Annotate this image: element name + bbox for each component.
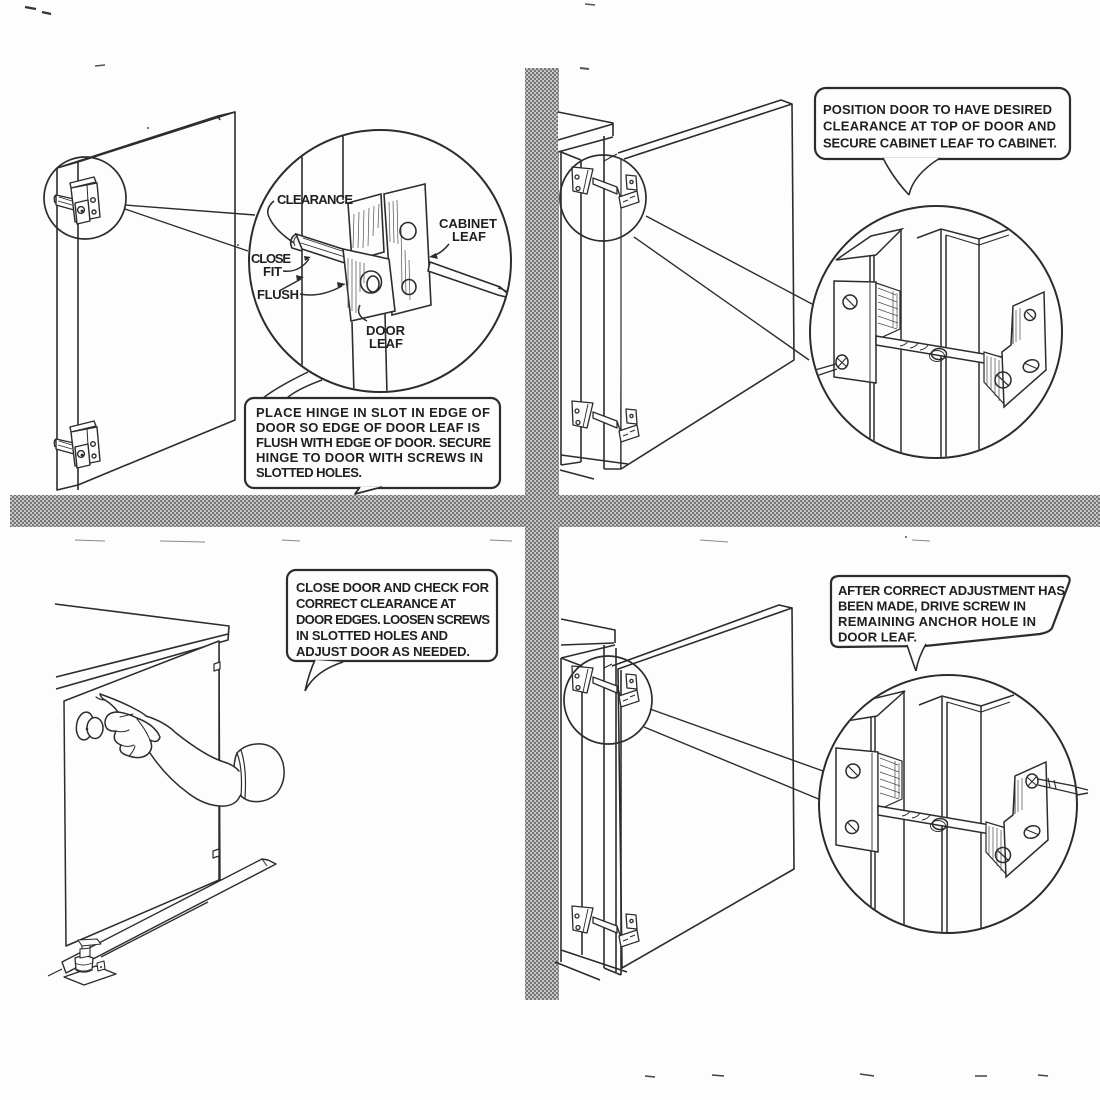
svg-text:POSITION DOOR TO HAVE DESIRED: POSITION DOOR TO HAVE DESIRED bbox=[823, 102, 1052, 117]
svg-text:CABINET: CABINET bbox=[439, 216, 497, 231]
svg-text:CLEARANCE: CLEARANCE bbox=[277, 192, 353, 207]
svg-text:DOOR LEAF.: DOOR LEAF. bbox=[838, 630, 917, 645]
svg-text:LEAF: LEAF bbox=[452, 229, 486, 244]
svg-text:FLUSH: FLUSH bbox=[257, 287, 299, 302]
svg-text:DOOR EDGES. LOOSEN SCREWS: DOOR EDGES. LOOSEN SCREWS bbox=[296, 612, 490, 627]
svg-text:CLOSE DOOR AND CHECK FOR: CLOSE DOOR AND CHECK FOR bbox=[296, 580, 490, 595]
svg-text:CLOSE: CLOSE bbox=[251, 251, 291, 266]
svg-text:CORRECT CLEARANCE AT: CORRECT CLEARANCE AT bbox=[296, 596, 456, 611]
svg-text:FLUSH WITH EDGE OF DOOR. SECU: FLUSH WITH EDGE OF DOOR. SECURE bbox=[256, 435, 491, 450]
svg-text:LEAF: LEAF bbox=[369, 336, 403, 351]
svg-text:CLEARANCE AT TOP OF DOOR AND: CLEARANCE AT TOP OF DOOR AND bbox=[823, 119, 1056, 134]
svg-text:IN SLOTTED HOLES AND: IN SLOTTED HOLES AND bbox=[296, 628, 448, 643]
svg-text:HINGE TO DOOR WITH SCREWS IN: HINGE TO DOOR WITH SCREWS IN bbox=[256, 450, 483, 465]
svg-text:SLOTTED HOLES.: SLOTTED HOLES. bbox=[256, 465, 362, 480]
svg-text:DOOR: DOOR bbox=[366, 323, 406, 338]
svg-text:REMAINING ANCHOR HOLE IN: REMAINING ANCHOR HOLE IN bbox=[838, 614, 1036, 629]
svg-text:BEEN MADE, DRIVE SCREW IN: BEEN MADE, DRIVE SCREW IN bbox=[838, 599, 1026, 614]
svg-text:SECURE CABINET LEAF TO CABINET: SECURE CABINET LEAF TO CABINET. bbox=[823, 136, 1057, 151]
svg-text:ADJUST DOOR AS NEEDED.: ADJUST DOOR AS NEEDED. bbox=[296, 644, 470, 659]
svg-text:PLACE HINGE IN SLOT IN EDGE OF: PLACE HINGE IN SLOT IN EDGE OF bbox=[256, 405, 490, 420]
svg-text:FIT: FIT bbox=[263, 264, 282, 279]
svg-text:AFTER CORRECT ADJUSTMENT HAS: AFTER CORRECT ADJUSTMENT HAS bbox=[838, 583, 1065, 598]
svg-text:DOOR SO EDGE OF DOOR LEAF IS: DOOR SO EDGE OF DOOR LEAF IS bbox=[256, 420, 480, 435]
